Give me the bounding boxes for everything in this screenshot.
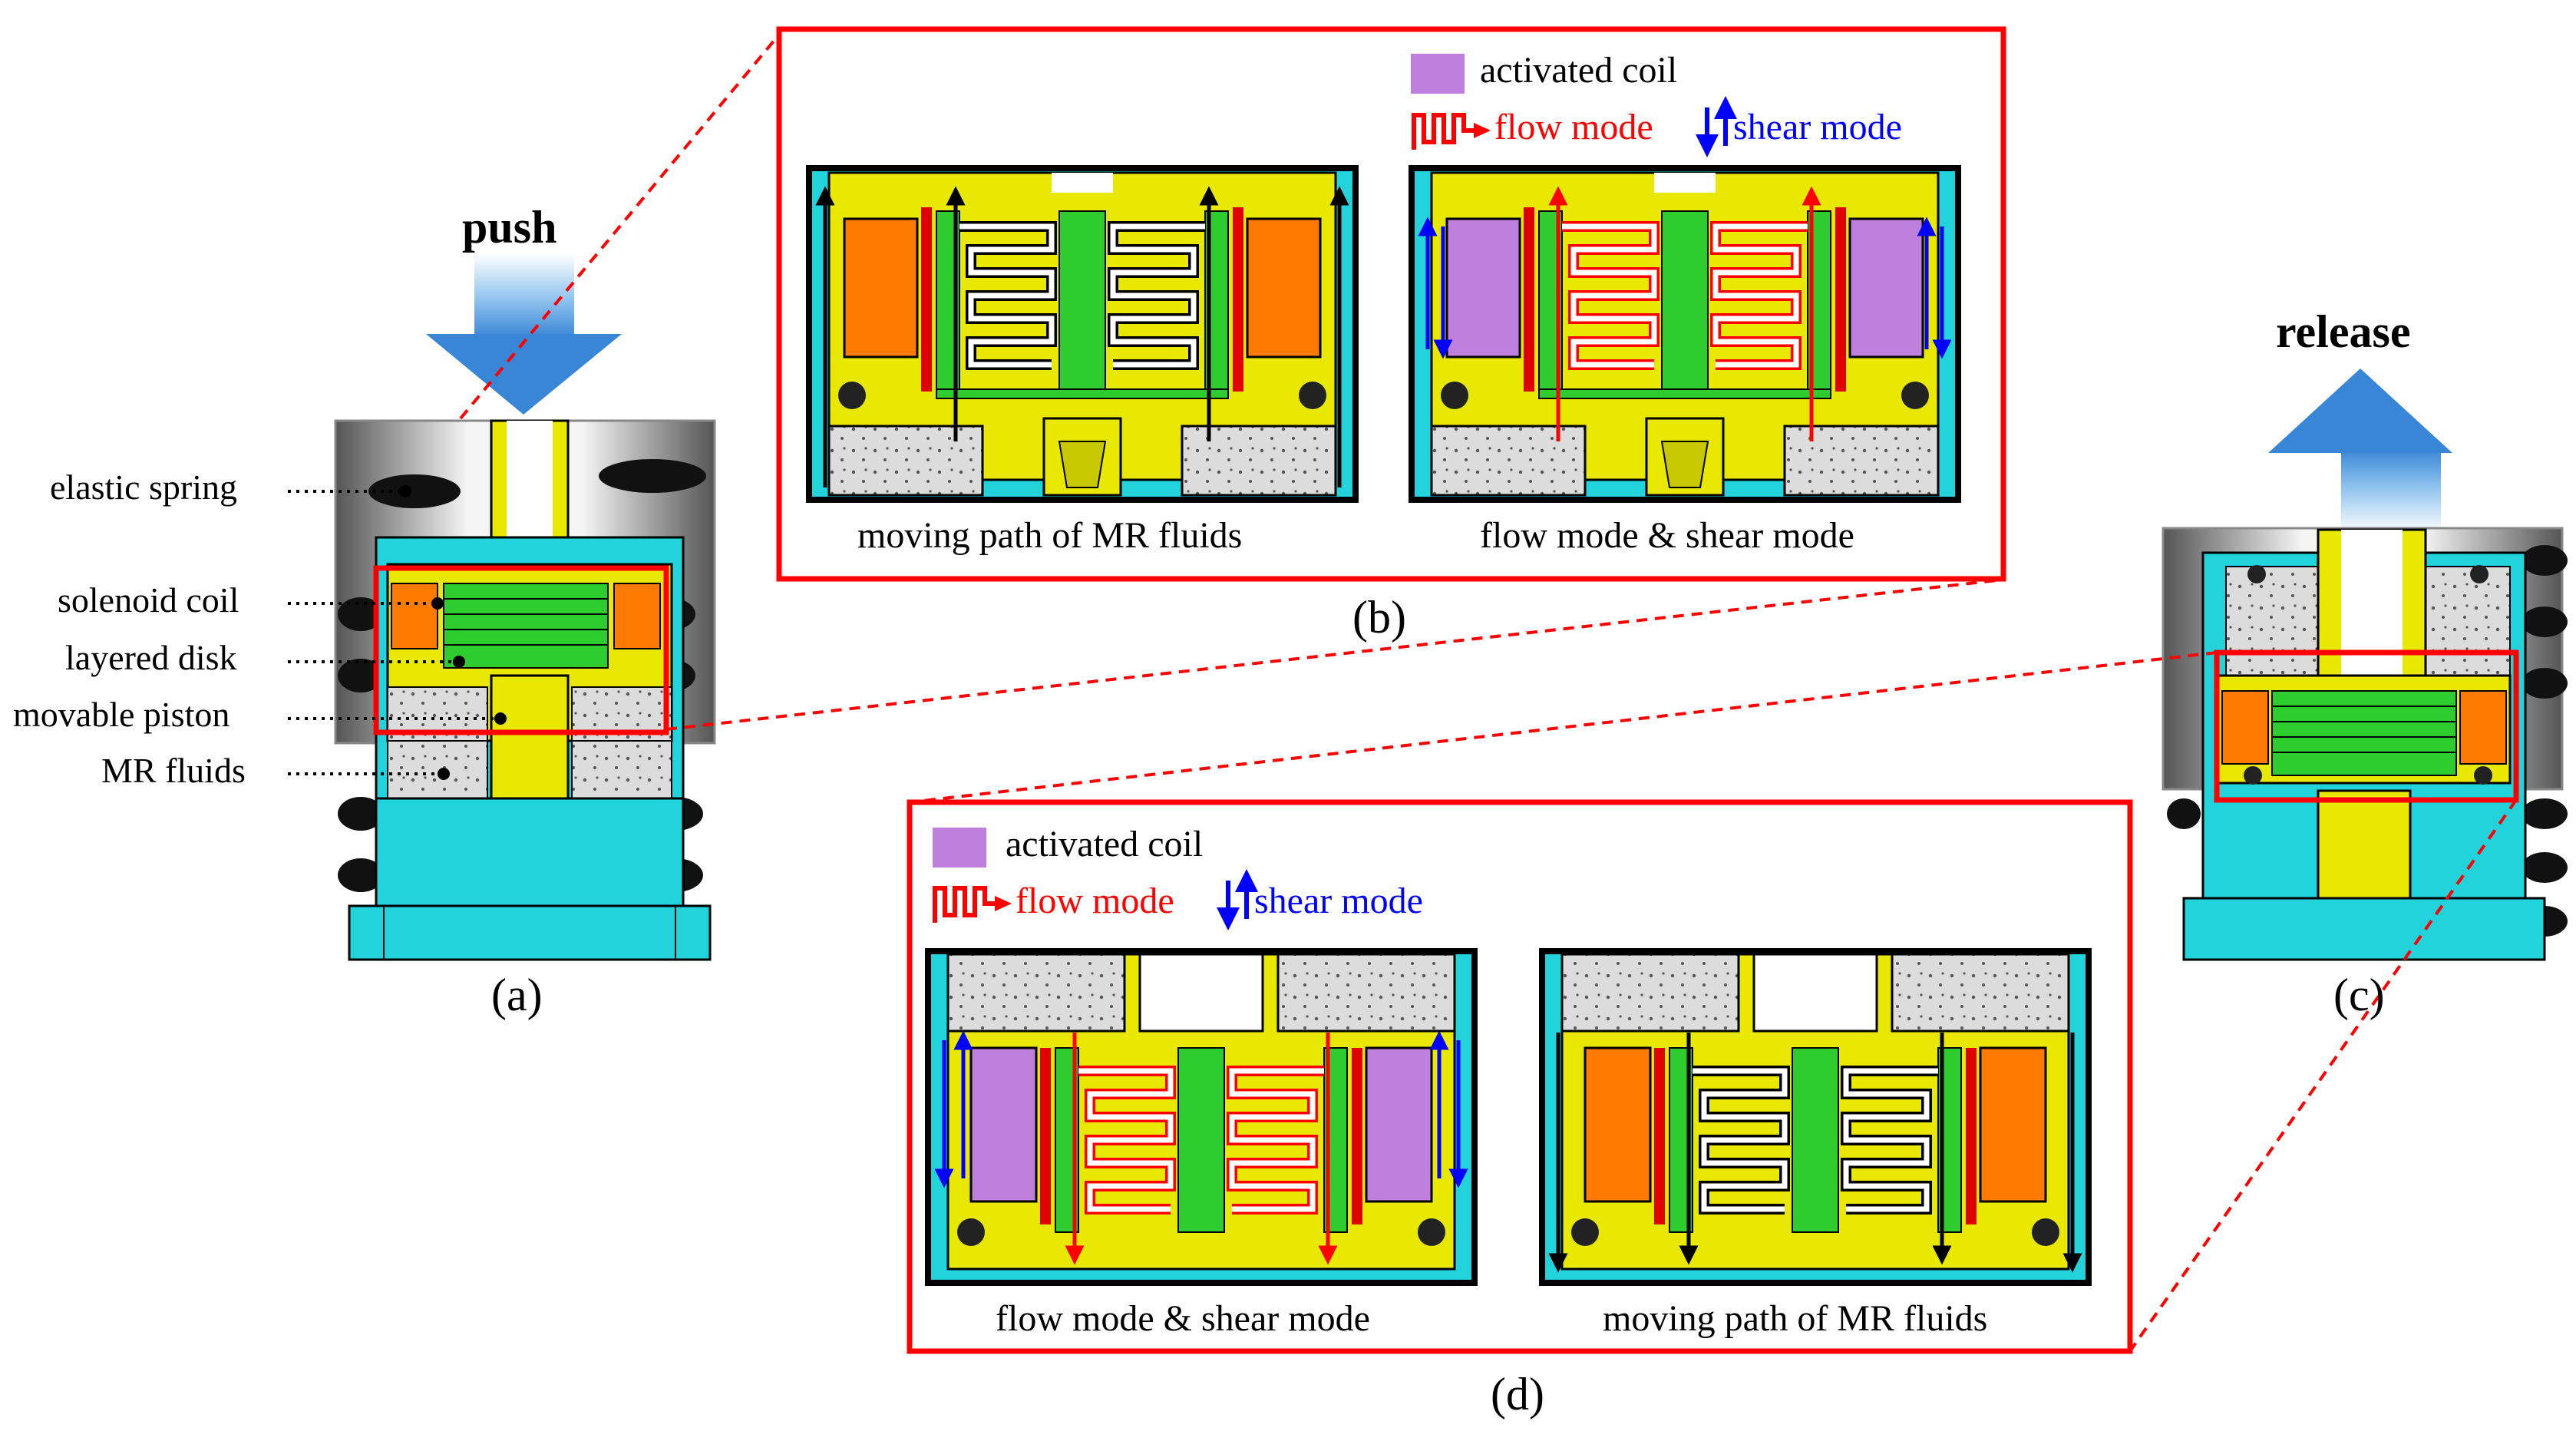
caption-b-left: moving path of MR fluids — [857, 515, 1243, 556]
coil-right — [613, 583, 661, 649]
detail-d-right — [1539, 948, 2092, 1286]
activated-coil — [1445, 217, 1521, 359]
zoom-line-b-bottom — [665, 578, 2004, 731]
label-layered-disk: layered disk — [65, 638, 237, 677]
shear-mode-icon-d — [1217, 869, 1258, 930]
push-label: push — [462, 202, 557, 253]
label-movable-piston: movable piston — [13, 695, 230, 734]
caption-d: (d) — [1491, 1369, 1544, 1419]
legend-flow-mode-d: flow mode — [1016, 881, 1174, 921]
movable-piston — [490, 674, 570, 823]
release-label: release — [2276, 306, 2411, 357]
caption-b: (b) — [1352, 592, 1406, 643]
fluid-left — [387, 686, 488, 745]
highlight-box-c — [2214, 649, 2519, 803]
release-arrow — [2268, 368, 2452, 534]
detail-b-left — [804, 164, 1360, 504]
label-solenoid-coil: solenoid coil — [58, 580, 239, 620]
flow-mode-icon-d — [933, 886, 1012, 923]
shear-mode-icon — [1696, 96, 1737, 157]
flow-mode-icon — [1412, 113, 1491, 150]
spring-coils-c — [2167, 545, 2568, 937]
label-mr-fluids: MR fluids — [101, 751, 246, 790]
panel-a — [288, 33, 2004, 961]
zoom-line-b-top — [459, 33, 781, 420]
panel-b — [776, 26, 2006, 582]
detail-d-left — [925, 948, 1478, 1286]
label-leaders — [288, 485, 507, 780]
highlight-box-a — [373, 565, 669, 735]
detail-b-right — [1407, 164, 1963, 504]
coil — [1246, 217, 1322, 359]
caption-d-left: flow mode & shear mode — [996, 1298, 1370, 1339]
panel-d — [907, 799, 2133, 1354]
activated-coil-swatch — [1411, 54, 1465, 94]
legend-shear-mode-d: shear mode — [1254, 881, 1423, 921]
disk-stack — [443, 583, 609, 669]
caption-d-right: moving path of MR fluids — [1603, 1298, 1988, 1339]
legend-flow-mode: flow mode — [1494, 107, 1653, 147]
legend-shear-mode: shear mode — [1733, 107, 1902, 147]
push-arrow — [426, 253, 622, 415]
caption-b-right: flow mode & shear mode — [1480, 515, 1854, 556]
activated-coil — [1848, 217, 1924, 359]
caption-a: (a) — [491, 970, 543, 1020]
coil-left — [391, 583, 438, 649]
legend-activated-coil: activated coil — [1480, 50, 1678, 91]
zoom-line-d-bottom — [2129, 798, 2518, 1353]
caption-c: (c) — [2333, 970, 2385, 1020]
fluid-right — [571, 686, 672, 745]
legend-activated-coil-d: activated coil — [1006, 824, 1204, 864]
coil — [843, 217, 919, 359]
panel-c — [909, 368, 2568, 1353]
activated-coil-swatch-d — [933, 828, 986, 868]
label-elastic-spring: elastic spring — [50, 468, 237, 507]
zoom-line-d-top — [909, 651, 2218, 804]
